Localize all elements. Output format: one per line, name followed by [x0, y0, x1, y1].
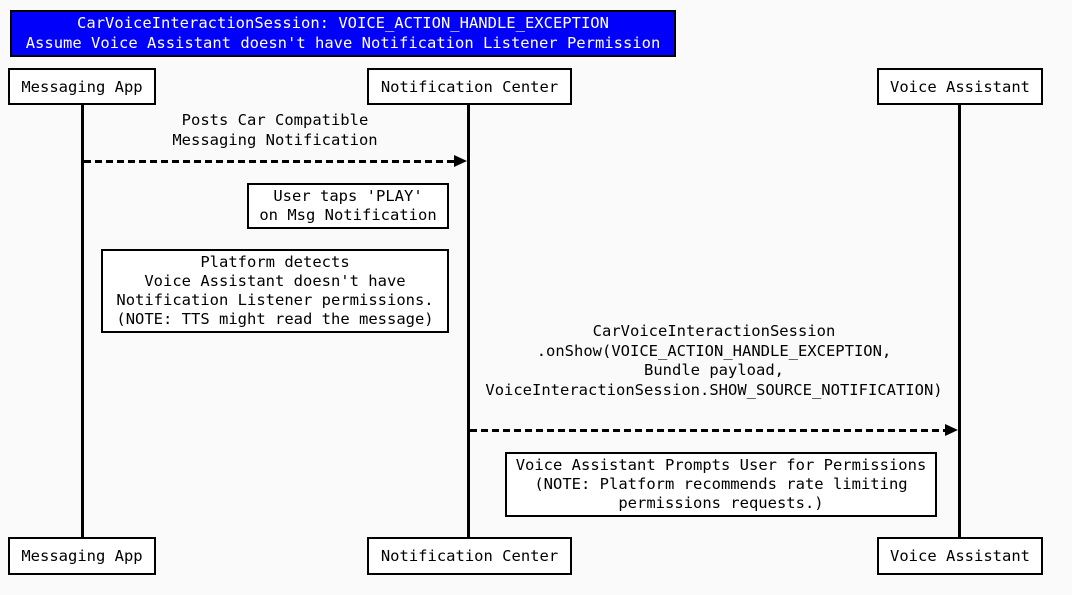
note-user-taps-play: User taps 'PLAY' on Msg Notification	[247, 183, 449, 229]
message-onshow-arrow	[470, 429, 946, 432]
arrowhead-right-icon	[454, 155, 467, 167]
actor-voice-assistant-top: Voice Assistant	[877, 68, 1043, 105]
message-onshow-label: CarVoiceInteractionSession .onShow(VOICE…	[485, 322, 943, 399]
actor-notification-center-top: Notification Center	[367, 68, 572, 105]
actor-messaging-app-top: Messaging App	[8, 68, 156, 105]
actor-notification-center-bottom: Notification Center	[367, 537, 572, 575]
lifeline-voice-assistant	[958, 104, 961, 538]
lifeline-notification-center	[467, 104, 470, 538]
diagram-title: CarVoiceInteractionSession: VOICE_ACTION…	[10, 10, 676, 57]
note-voice-assistant-prompts: Voice Assistant Prompts User for Permiss…	[505, 452, 937, 517]
arrowhead-right-icon	[945, 424, 958, 436]
message-posts-notification-label: Posts Car Compatible Messaging Notificat…	[172, 111, 378, 149]
actor-voice-assistant-bottom: Voice Assistant	[877, 537, 1043, 575]
actor-messaging-app-bottom: Messaging App	[8, 537, 156, 575]
note-platform-detects: Platform detects Voice Assistant doesn't…	[101, 249, 449, 333]
message-posts-notification-arrow	[84, 160, 456, 163]
lifeline-messaging-app	[81, 104, 84, 538]
